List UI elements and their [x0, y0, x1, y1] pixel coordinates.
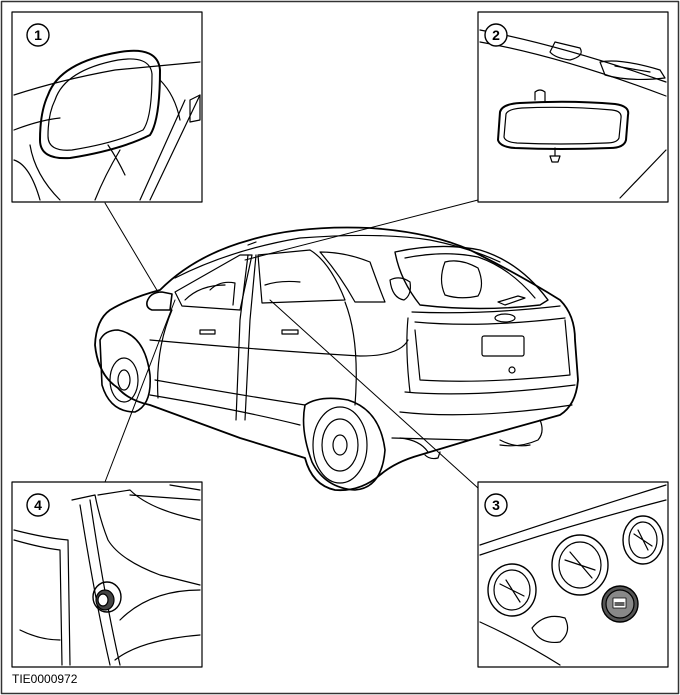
leader-lines: [104, 199, 479, 489]
inset-2-interior-mirror: 2: [477, 11, 669, 203]
inset-2-frame: [477, 11, 669, 203]
callout-badge-2: [484, 23, 508, 47]
callout-badge-4: [26, 493, 50, 517]
callout-number-1: 1: [34, 27, 42, 43]
exterior-mirror-illustration: [13, 49, 201, 201]
car-illustration: [94, 226, 579, 492]
figure-reference-code: TIE0000972: [12, 672, 78, 686]
mirror-control-illustration: [13, 484, 201, 666]
leader-line-1: [104, 202, 159, 293]
callout-badge-1: [26, 23, 50, 47]
inset-3-dash-controls: 3: [477, 481, 669, 668]
callout-number-3: 3: [492, 497, 500, 513]
callout-number-4: 4: [34, 497, 42, 513]
leader-line-2: [244, 199, 479, 261]
leader-line-3: [269, 299, 479, 489]
callout-badge-3: [484, 493, 508, 517]
inset-1-exterior-mirror: 1: [11, 11, 203, 203]
leader-line-4: [104, 299, 176, 483]
callout-number-2: 2: [492, 27, 500, 43]
dash-controls-illustration: [479, 484, 667, 666]
inset-4-mirror-control: 4: [11, 481, 203, 668]
